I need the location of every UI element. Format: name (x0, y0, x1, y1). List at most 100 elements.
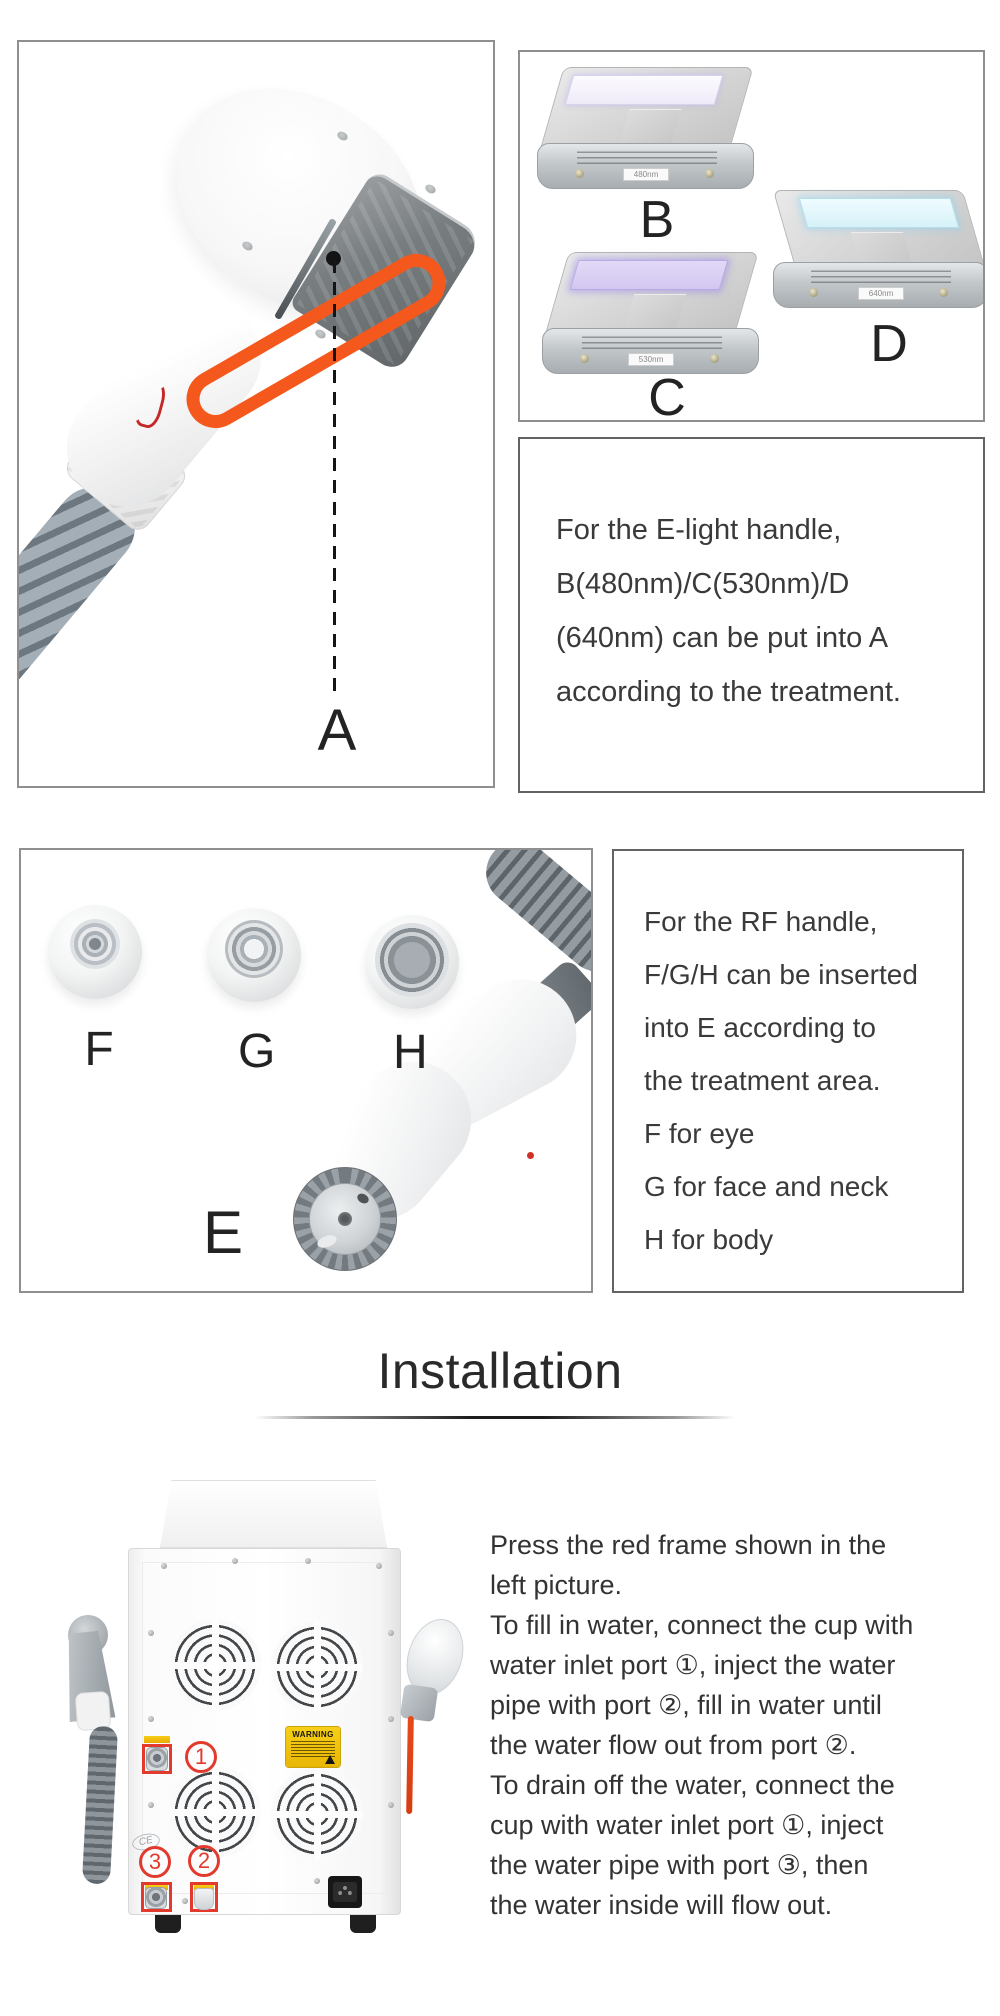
filter-glass (798, 198, 960, 228)
fan-grille (169, 1619, 261, 1711)
callout-dashed-line (333, 260, 336, 700)
elight-note-box: For the E-light handle, B(480nm)/C(530nm… (518, 437, 985, 793)
port-1-connector (146, 1747, 168, 1771)
screw (580, 354, 589, 363)
screw (376, 1563, 382, 1569)
screw (710, 354, 719, 363)
port-3-connector (145, 1887, 167, 1909)
right-handpiece-bracket (399, 1683, 439, 1723)
filter-glass (569, 260, 729, 290)
tip-h-electrode-ring (375, 923, 449, 997)
port-1-label-strip (144, 1736, 170, 1743)
left-handpiece-sleeve (74, 1690, 112, 1732)
orange-cable (406, 1715, 414, 1815)
screw (388, 1716, 394, 1722)
port-3-number-badge: 3 (139, 1846, 171, 1878)
port-3-red-frame (141, 1882, 172, 1912)
cap-center-screw (338, 1212, 352, 1226)
screw (388, 1630, 394, 1636)
screw (148, 1802, 154, 1808)
elight-note-line: (640nm) can be put into A (556, 622, 889, 654)
filter-grooves (582, 335, 722, 349)
rf-note-line: the treatment area. (644, 1065, 881, 1096)
left-handpiece-hose (81, 1725, 119, 1885)
rf-note-line: F/G/H can be inserted (644, 959, 918, 990)
instruction-line: Press the red frame shown in the (490, 1530, 887, 1560)
filter-d-illustration: 640nm (772, 190, 983, 310)
instruction-line: the water flow out from port ②. (490, 1730, 857, 1760)
filter-base (773, 262, 983, 308)
filter-glass (564, 75, 724, 105)
machine-foot (155, 1915, 181, 1933)
installation-instructions: Press the red frame shown in the left pi… (490, 1525, 995, 1925)
warning-sticker: WARNING (286, 1727, 340, 1767)
warning-triangle-icon (325, 1755, 335, 1764)
rf-note-box: For the RF handle, F/G/H can be inserted… (612, 849, 964, 1293)
instruction-line: cup with water inlet port ①, inject (490, 1810, 884, 1840)
instruction-line: water inlet port ①, inject the water (490, 1650, 896, 1680)
tip-g-electrode-ring (225, 920, 283, 978)
warning-text: WARNING (292, 1730, 334, 1739)
title-underline (255, 1416, 735, 1419)
screw (232, 1558, 238, 1564)
label-B: B (639, 191, 675, 249)
label-F: F (84, 1023, 114, 1076)
elight-note-line: For the E-light handle, (556, 514, 842, 546)
machine-panel-seam (142, 1562, 387, 1894)
red-indicator-dot (527, 1152, 534, 1159)
fan-grille (271, 1768, 363, 1860)
port-2-number-badge: 2 (188, 1845, 220, 1877)
label-H: H (393, 1026, 428, 1079)
screw (161, 1563, 167, 1569)
label-G: G (238, 1025, 276, 1078)
instruction-line: the water pipe with port ③, then (490, 1850, 869, 1880)
label-C: C (648, 369, 686, 422)
port-1-number-badge: 1 (185, 1741, 217, 1773)
screw (388, 1802, 394, 1808)
label-A: A (317, 698, 357, 763)
elight-handle-image-box: A (17, 40, 495, 788)
filter-grooves (811, 269, 951, 283)
screw (575, 169, 584, 178)
port-2-red-frame (190, 1882, 218, 1912)
power-socket (328, 1876, 362, 1908)
rf-note-line: into E according to (644, 1012, 876, 1043)
screw (148, 1716, 154, 1722)
rf-note-line: F for eye (644, 1118, 755, 1149)
rf-tips-image-box: F G H E (19, 848, 593, 1293)
screw (148, 1630, 154, 1636)
installation-title: Installation (377, 1343, 623, 1399)
label-D: D (870, 315, 908, 373)
fan-grille (271, 1621, 363, 1713)
filter-b-illustration: 480nm (537, 67, 754, 192)
filter-d-wavelength-tag: 640nm (858, 287, 904, 300)
tip-f-electrode-ring (70, 919, 120, 969)
machine-foot (350, 1915, 376, 1933)
instruction-line: To drain off the water, connect the (490, 1770, 895, 1800)
screw (809, 288, 818, 297)
filter-grooves (577, 150, 717, 164)
filter-b-wavelength-tag: 480nm (623, 168, 669, 181)
port-2-connector (194, 1888, 214, 1910)
filter-base (537, 143, 754, 189)
instruction-line: left picture. (490, 1570, 623, 1600)
rf-note-line: H for body (644, 1224, 774, 1255)
screw-hole (423, 182, 438, 196)
filters-image-box: 480nm B 530nm C 640nm D (518, 50, 985, 422)
instruction-line: the water inside will flow out. (490, 1890, 833, 1920)
port-1-red-frame (142, 1744, 172, 1774)
fan-grille (169, 1766, 261, 1858)
instruction-line: To fill in water, connect the cup with (490, 1610, 914, 1640)
screw (305, 1558, 311, 1564)
port-2-label-strip (194, 1885, 214, 1890)
instruction-line: pipe with port ②, fill in water until (490, 1690, 882, 1720)
callout-dot (326, 251, 341, 266)
filter-base (542, 328, 759, 374)
screw (182, 1898, 188, 1904)
elight-note-line: according to the treatment. (556, 676, 901, 708)
screw (314, 1878, 320, 1884)
filter-c-wavelength-tag: 530nm (628, 353, 674, 366)
machine-lid (160, 1480, 387, 1548)
rf-note-line: For the RF handle, (644, 906, 878, 937)
